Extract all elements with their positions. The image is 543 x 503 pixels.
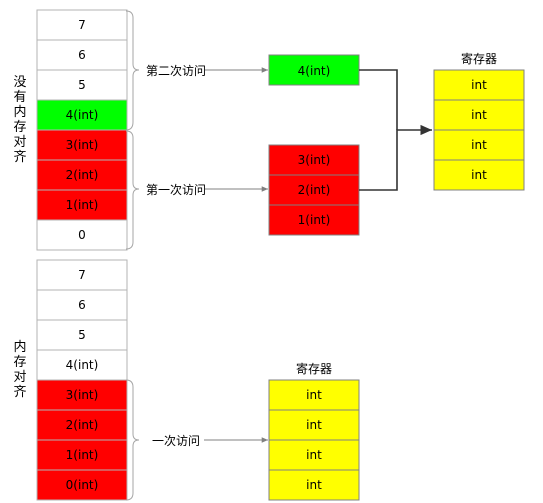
top-memory-cell [36,159,128,191]
top-register-cell-text: int [471,78,487,92]
top-side-char: 内 [13,104,26,120]
top-register-cell [433,69,525,101]
top-memory-cell [36,219,128,251]
top-memory-cell [36,99,128,131]
bottom-side-char: 对 [13,370,26,385]
bottom-memory-cell-text: 7 [78,268,86,282]
bottom-side-char: 齐 [13,384,26,400]
top-register-title: 寄存器 [461,51,497,66]
top-register-cell-text: int [471,168,487,182]
top-side-label: 没 有 内 存 对 齐 [13,75,26,165]
second-access-box: 4(int) [268,54,360,86]
top-memory-cell-text: 5 [78,78,86,92]
first-to-register-connector [359,124,432,191]
bottom-memory-cell [36,379,128,411]
top-memory-cell-text: 2(int) [66,168,99,182]
bottom-memory-cell [36,289,128,321]
top-side-char: 有 [13,90,26,105]
first-access-cell [268,174,360,206]
top-memory-cell [36,39,128,71]
bottom-memory-cell [36,409,128,441]
bottom-register: int int int int [268,379,360,501]
top-section: 没 有 内 存 对 齐 7 6 5 4(int) 3(int) 2(int) 1(int) 0… [13,9,525,251]
bottom-memory-cell-text: 3(int) [66,388,99,402]
top-memory-cell-text: 0 [78,228,86,242]
bottom-side-char: 存 [13,355,26,370]
first-access-box: 3(int) 2(int) 1(int) [268,144,360,236]
bottom-register-cell-text: int [306,448,322,462]
first-access-cell-text: 3(int) [298,153,331,167]
top-brace-upper [125,10,140,131]
first-access-cell-text: 2(int) [298,183,331,197]
bottom-memory-cell-text: 0(int) [66,478,99,492]
top-side-char: 存 [13,120,26,135]
bottom-memory-cell [36,439,128,471]
bottom-side-char: 内 [13,339,26,355]
bottom-memory-cell-text: 4(int) [66,358,99,372]
top-brace-lower [125,130,140,250]
bottom-memory-cell-text: 6 [78,298,86,312]
first-access-cell-text: 1(int) [298,213,331,227]
second-access-label: 第二次访问 [146,64,206,78]
top-memory-cell-text: 4(int) [66,108,99,122]
top-register-cell [433,129,525,161]
bottom-register-cell-text: int [306,388,322,402]
bottom-register-cell [268,409,360,441]
bottom-register-cell-text: int [306,418,322,432]
top-memory-cell-text: 1(int) [66,198,99,212]
second-access-cell [268,54,360,86]
top-side-char: 对 [13,135,26,150]
bottom-memory-column: 7 6 5 4(int) 3(int) 2(int) 1(int) 0(int) [36,259,128,501]
bottom-section: 内 存 对 齐 7 6 5 4(int) 3(int) 2(int) 1(int) 0(int… [13,259,360,501]
bottom-register-cell [268,379,360,411]
bottom-memory-cell-text: 2(int) [66,418,99,432]
bottom-memory-cell [36,259,128,291]
bottom-memory-cell [36,349,128,381]
top-register: int int int int [433,69,525,191]
top-memory-cell-text: 3(int) [66,138,99,152]
bottom-memory-cell [36,469,128,501]
bottom-register-cell-text: int [306,478,322,492]
top-side-char: 没 [13,75,26,90]
bottom-register-cell [268,469,360,501]
bottom-side-label: 内 存 对 齐 [13,339,26,400]
top-memory-cell [36,9,128,41]
bottom-register-title: 寄存器 [296,361,332,376]
top-register-cell-text: int [471,108,487,122]
second-to-register-connector [359,69,398,130]
single-access-label: 一次访问 [152,434,200,448]
top-register-cell-text: int [471,138,487,152]
bottom-register-cell [268,439,360,471]
top-side-char: 齐 [13,149,26,165]
bottom-memory-cell-text: 5 [78,328,86,342]
top-memory-column: 7 6 5 4(int) 3(int) 2(int) 1(int) 0 [36,9,128,251]
second-access-cell-text: 4(int) [298,64,331,78]
bottom-brace [125,379,140,501]
top-memory-cell-text: 6 [78,48,86,62]
top-register-cell [433,99,525,131]
bottom-memory-cell-text: 1(int) [66,448,99,462]
first-access-cell [268,204,360,236]
top-register-cell [433,159,525,191]
top-memory-cell-text: 7 [78,18,86,32]
first-access-label: 第一次访问 [146,183,206,197]
